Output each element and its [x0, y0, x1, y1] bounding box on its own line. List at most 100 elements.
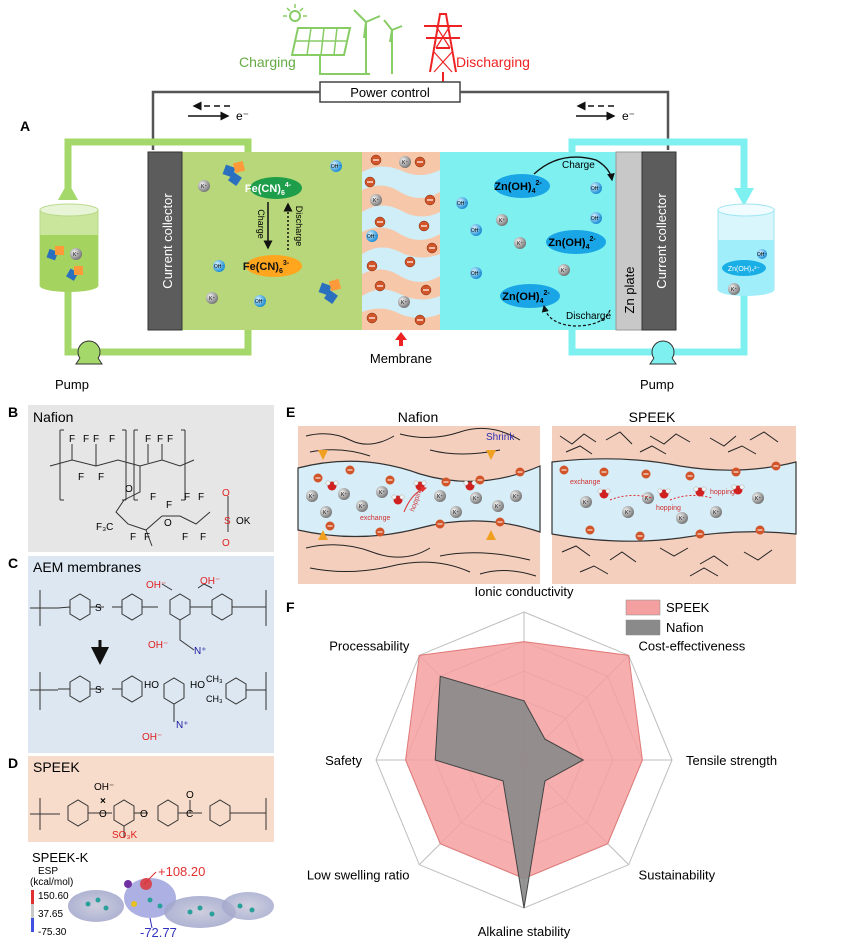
sulfonate-group	[755, 525, 765, 535]
panel-d-title: SPEEK	[33, 759, 80, 775]
discharging-label: Discharging	[456, 54, 530, 70]
solar-wind-icon	[283, 4, 403, 70]
radar-axis-label: Alkaline stability	[478, 924, 571, 939]
panel-f-letter: F	[286, 599, 295, 615]
sulfonate-group	[585, 525, 595, 535]
znoh4-label-3: Zn(OH)42-	[502, 290, 550, 305]
svg-text:OH⁻: OH⁻	[214, 264, 225, 270]
water-molecule	[325, 480, 339, 491]
radar-axis-label: Processability	[329, 638, 410, 653]
sulfonate-group	[515, 467, 525, 477]
ion-k: K⁺	[580, 496, 592, 508]
nafion-channel: Shrink exchange hopping	[297, 426, 541, 584]
panel-c-title: AEM membranes	[33, 559, 141, 575]
electron-arrows-right: e⁻	[576, 101, 635, 123]
znoh4-oval-1	[494, 174, 550, 198]
hopping-label-right-2: hopping	[710, 489, 735, 496]
fixed-charge	[426, 242, 438, 254]
nafion-f: F	[166, 500, 172, 511]
power-control-label: Power control	[350, 85, 430, 100]
svg-text:K⁺: K⁺	[513, 494, 519, 500]
aem-oh-attack-2: OH⁻	[200, 576, 220, 587]
svg-text:K⁺: K⁺	[679, 516, 685, 522]
ion-oh: OH⁻	[213, 260, 225, 272]
current-collector-right	[641, 151, 677, 331]
svg-text:K⁺: K⁺	[583, 500, 589, 506]
ion-k: K⁺	[492, 500, 504, 512]
svg-text:OH⁻: OH⁻	[591, 216, 602, 222]
radar-series	[405, 641, 643, 909]
legend-label-nafion: Nafion	[666, 620, 704, 635]
svg-text:K⁺: K⁺	[499, 218, 505, 224]
discharge-label-left: Discharge	[294, 206, 304, 247]
radar-series-nafion	[434, 675, 585, 909]
svg-text:K⁺: K⁺	[473, 496, 479, 502]
electron-arrows-left: e⁻	[188, 101, 249, 123]
aem-ho-2: HO	[190, 680, 205, 691]
radar-axis-label: Cost-effectiveness	[639, 638, 746, 653]
svg-text:OH⁻: OH⁻	[471, 228, 482, 234]
tank-left	[39, 203, 99, 292]
shrink-label: Shrink	[486, 432, 515, 443]
water-molecule	[731, 484, 745, 495]
ion-k: K⁺	[514, 237, 526, 249]
aem-s: S	[95, 685, 102, 696]
nafion-f: F	[83, 434, 89, 445]
panel-e-letter: E	[286, 404, 295, 420]
nafion-f: F	[109, 434, 115, 445]
pump-right: Pump	[640, 340, 677, 392]
speek-structure	[30, 798, 267, 838]
znoh4-label-2: Zn(OH)42-	[548, 236, 596, 251]
panel-e-left-title: Nafion	[398, 409, 438, 425]
speek-channel: exchange hopping hopping	[551, 426, 797, 584]
fecn6-cluster-icon	[46, 160, 342, 304]
panel-b-title: Nafion	[33, 409, 73, 425]
ion-k: K⁺	[728, 283, 740, 295]
esp-scale-max: 150.60	[38, 891, 69, 902]
legend-swatch-speek	[625, 599, 661, 616]
svg-text:K⁺: K⁺	[713, 510, 719, 516]
channel-ions: K⁺K⁺K⁺K⁺K⁺K⁺K⁺K⁺K⁺K⁺K⁺K⁺K⁺K⁺K⁺K⁺	[306, 461, 781, 541]
current-collector-left	[147, 151, 183, 331]
ion-oh: OH⁻	[456, 197, 468, 209]
panel-a: A Charging Discharging	[20, 4, 775, 392]
current-collector-left-label: Current collector	[160, 193, 175, 289]
exchange-label-right: exchange	[570, 479, 600, 486]
panel-f: F Ionic conductivityCost-effectivenessTe…	[286, 584, 777, 939]
radar-axis-label: Safety	[325, 753, 362, 768]
panel-d-letter: D	[8, 755, 18, 771]
nafion-f: F	[98, 472, 104, 483]
nafion-f: F	[69, 434, 75, 445]
ion-k: K⁺	[558, 264, 570, 276]
ion-k: K⁺	[510, 490, 522, 502]
water-molecule	[597, 488, 611, 499]
sulfonate-group	[375, 527, 385, 537]
sulfonate-group	[771, 461, 781, 471]
svg-text:K⁺: K⁺	[359, 504, 365, 510]
ion-k: K⁺	[338, 488, 350, 500]
ion-oh: OH⁻	[590, 182, 602, 194]
radar-axis-label: Ionic conductivity	[475, 584, 574, 599]
fixed-charge	[374, 216, 386, 228]
ion-k: K⁺	[198, 180, 210, 192]
fixed-charge	[414, 314, 426, 326]
svg-text:K⁺: K⁺	[209, 296, 215, 302]
esp-value-negative: -72.77	[140, 925, 177, 940]
esp-title: SPEEK-K	[32, 850, 89, 865]
panel-a-letter: A	[20, 118, 30, 134]
sulfonate-group	[559, 465, 569, 475]
fixed-charge	[420, 284, 432, 296]
nafion-o: O	[125, 484, 133, 495]
aem-oh-attack-1: OH⁻	[146, 580, 166, 591]
nafion-f: F	[184, 492, 190, 503]
water-molecule	[657, 488, 671, 499]
svg-text:K⁺: K⁺	[373, 198, 379, 204]
current-collector-right-label: Current collector	[654, 193, 669, 289]
svg-text:K⁺: K⁺	[402, 160, 408, 166]
legend-swatch-nafion	[625, 619, 661, 636]
panel-d: D SPEEK OH⁻ × O O C O SO₃K SPEEK-K ESP (…	[8, 755, 274, 940]
svg-text:OH⁻: OH⁻	[591, 186, 602, 192]
speek-oh-label: OH⁻	[94, 782, 114, 793]
esp-scale-min: -75.30	[38, 927, 67, 938]
